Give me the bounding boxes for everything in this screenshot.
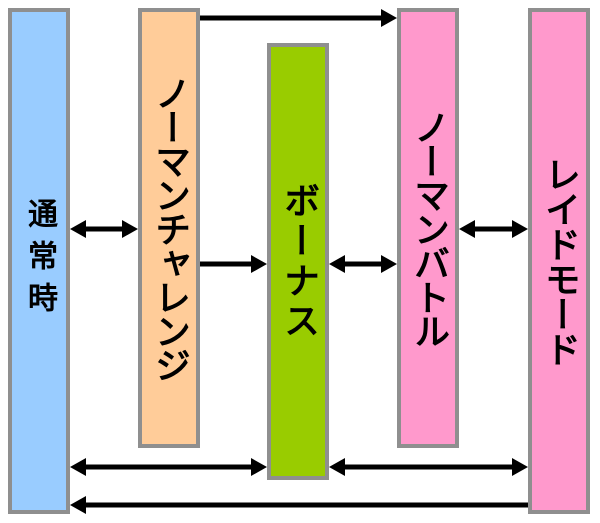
- state-label-normal-challenge: ノーマンチャレンジ: [149, 75, 190, 381]
- state-label-normal-battle: ノーマンバトル: [408, 109, 449, 347]
- arrow-bonus-to-raid-mode: [329, 458, 528, 476]
- state-label-normal: 通常時: [22, 198, 57, 324]
- state-box-normal: 通常時: [8, 8, 70, 514]
- arrow-normal-challenge-to-bonus: [200, 255, 267, 273]
- state-box-raid-mode: レイドモード: [528, 8, 590, 514]
- arrow-normal-challenge-to-normal-battle: [200, 9, 397, 27]
- state-box-bonus: ボーナス: [267, 43, 329, 480]
- arrow-normal-to-normal-challenge: [70, 220, 138, 238]
- state-box-normal-challenge: ノーマンチャレンジ: [138, 8, 200, 448]
- arrow-normal-to-bonus: [70, 458, 267, 476]
- state-label-raid-mode: レイドモード: [539, 156, 580, 366]
- arrow-normal-battle-to-raid-mode: [459, 220, 528, 238]
- arrow-bonus-to-normal-battle: [329, 255, 397, 273]
- arrow-raid-mode-to-normal: [70, 496, 528, 514]
- state-box-normal-battle: ノーマンバトル: [397, 8, 459, 448]
- state-label-bonus: ボーナス: [278, 181, 319, 342]
